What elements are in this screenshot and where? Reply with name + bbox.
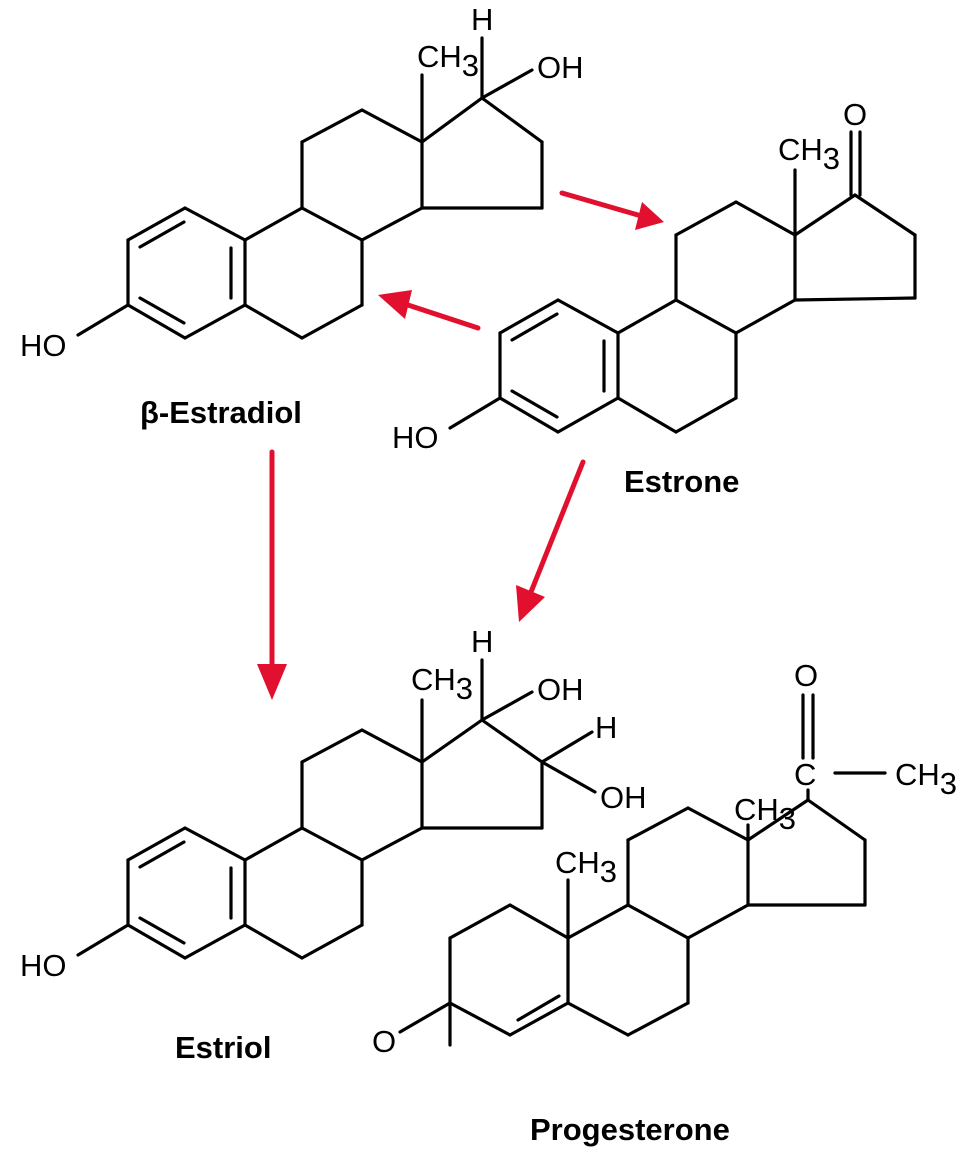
estradiol-methyl-label: CH3 <box>417 39 479 83</box>
estradiol-name: β-Estradiol <box>140 395 302 430</box>
progesterone-carbonyl-c-label: C <box>794 757 816 792</box>
arrow-estradiol-to-estrone <box>559 190 664 230</box>
estriol-oh-label-bottom: OH <box>600 780 647 815</box>
estrone-oxo-label: O <box>843 97 867 132</box>
progesterone-acetyl-methyl-label: CH3 <box>895 757 957 801</box>
arrow-estrone-to-estriol <box>516 459 586 622</box>
estrone-name: Estrone <box>624 464 739 499</box>
arrow-estrone-to-estradiol <box>378 290 481 331</box>
progesterone-ketone-o-label: O <box>372 1024 396 1059</box>
estrone-methyl-label: CH3 <box>778 132 840 176</box>
estriol-oh-label-top: OH <box>537 672 584 707</box>
estradiol-oh-label: OH <box>537 50 584 85</box>
progesterone-structure: O C CH3 CH3 CH3 O Progesterone <box>372 658 957 1147</box>
estriol-structure: H CH3 OH H OH HO Estriol <box>20 624 647 1065</box>
estriol-name: Estriol <box>175 1030 271 1065</box>
progesterone-c18-methyl-label: CH3 <box>734 792 796 836</box>
estrone-structure: O CH3 HO Estrone <box>392 97 917 499</box>
arrow-estradiol-to-estriol <box>257 449 287 700</box>
estradiol-ho-label: HO <box>20 328 67 363</box>
progesterone-c19-methyl-label: CH3 <box>555 845 617 889</box>
estriol-methyl-label: CH3 <box>411 662 473 706</box>
estradiol-structure: H CH3 OH HO β-Estradiol <box>20 2 584 430</box>
estriol-h-label-top: H <box>471 624 493 659</box>
estriol-ho-label: HO <box>20 948 67 983</box>
estrone-ho-label: HO <box>392 420 439 455</box>
progesterone-acetyl-o-label: O <box>794 658 818 693</box>
estradiol-h-label: H <box>471 2 493 37</box>
progesterone-name: Progesterone <box>530 1112 730 1147</box>
estriol-h-label-right: H <box>595 710 617 745</box>
